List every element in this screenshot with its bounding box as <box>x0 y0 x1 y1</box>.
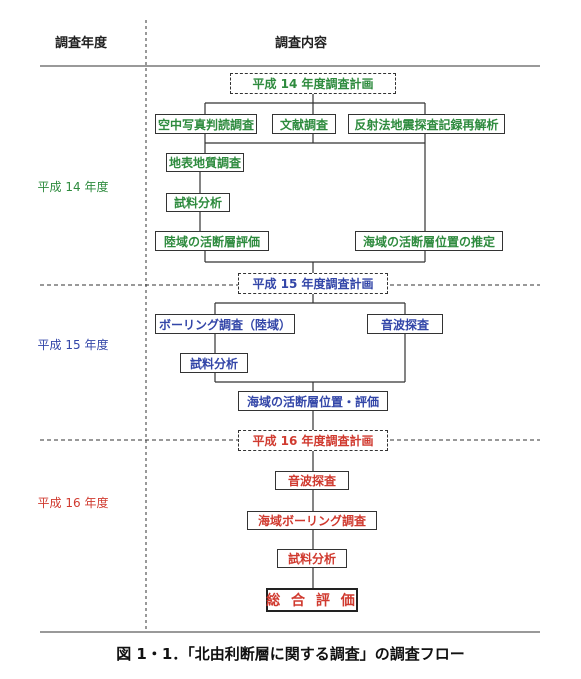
figure-caption: 図 1・1．「北由利断層に関する調査」の調査フロー <box>116 645 465 663</box>
sample-analysis-h15-box: 試料分析 <box>180 353 248 373</box>
sonic-survey-h15-box: 音波探査 <box>367 314 443 334</box>
literature-survey-box: 文献調査 <box>272 114 336 134</box>
sea-fault-position-estimate-box: 海域の活断層位置の推定 <box>355 231 503 251</box>
plan-h14-box: 平成 14 年度調査計画 <box>230 73 396 94</box>
year-label-h15: 平成 15 年度 <box>37 338 109 352</box>
sea-fault-evaluation-box: 海域の活断層位置・評価 <box>238 391 388 411</box>
sample-analysis-h16-box: 試料分析 <box>277 549 347 568</box>
surface-geology-survey-box: 地表地質調査 <box>166 153 244 172</box>
aerial-photo-survey-box: 空中写真判読調査 <box>155 114 257 134</box>
year-label-h16: 平成 16 年度 <box>37 496 109 510</box>
plan-h16-box: 平成 16 年度調査計画 <box>238 430 388 451</box>
column-header-year: 調査年度 <box>55 36 108 51</box>
sea-boring-survey-box: 海域ボーリング調査 <box>247 511 377 530</box>
boring-survey-land-box: ボーリング調査（陸域） <box>155 314 295 334</box>
seismic-reanalysis-box: 反射法地震探査記録再解析 <box>348 114 505 134</box>
comprehensive-evaluation-box: 総 合 評 価 <box>266 588 358 612</box>
column-header-content: 調査内容 <box>275 36 328 51</box>
year-label-h14: 平成 14 年度 <box>37 180 109 194</box>
plan-h15-box: 平成 15 年度調査計画 <box>238 273 388 294</box>
sonic-survey-h16-box: 音波探査 <box>275 471 349 490</box>
land-fault-evaluation-box: 陸域の活断層評価 <box>155 231 269 251</box>
sample-analysis-h14-box: 試料分析 <box>166 193 230 212</box>
